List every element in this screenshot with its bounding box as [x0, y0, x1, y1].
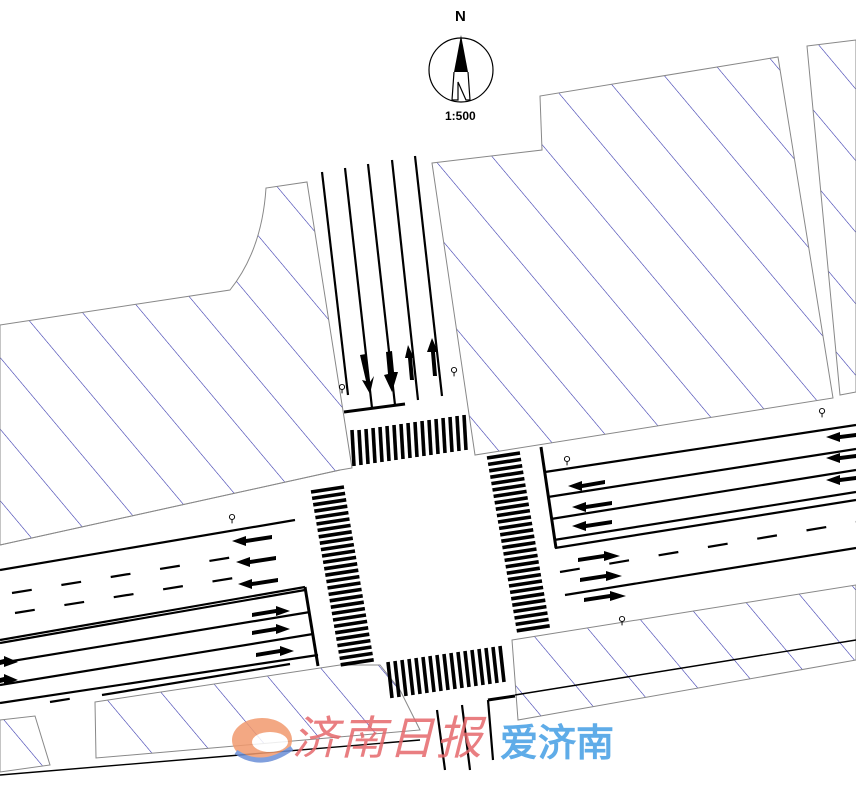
north-arrows	[360, 338, 438, 394]
parcel-southwest	[0, 715, 51, 773]
crosswalk-north	[350, 414, 468, 467]
svg-text:⚲: ⚲	[563, 454, 571, 467]
south-approach-lanes	[435, 694, 516, 771]
watermark-newspaper: 济南日报	[292, 711, 484, 765]
parcel-north-center	[431, 56, 834, 456]
svg-text:⚲: ⚲	[618, 614, 626, 627]
crosswalk-east	[486, 451, 550, 633]
north-label: N	[455, 8, 466, 25]
east-dashes	[559, 520, 856, 574]
parcel-southeast	[511, 584, 856, 721]
watermark-logo-icon	[232, 718, 294, 763]
road-edges	[0, 639, 856, 776]
svg-text:⚲: ⚲	[228, 512, 236, 525]
parcel-northwest	[0, 181, 353, 546]
svg-text:⚲: ⚲	[818, 406, 826, 419]
bike-icons: ⚲ ⚲ ⚲ ⚲ ⚲ ⚲	[228, 365, 826, 627]
svg-text:⚲: ⚲	[450, 365, 458, 378]
crosswalk-south	[386, 645, 506, 699]
parcel-north-strip-boundary	[0, 469, 341, 546]
east-arrows	[568, 432, 856, 602]
svg-text:⚲: ⚲	[338, 382, 346, 395]
parcel-northeast	[806, 39, 856, 396]
scale-label: 1:500	[445, 109, 476, 123]
north-approach-lanes	[320, 155, 444, 414]
west-dashes	[11, 554, 241, 704]
watermark-app: 爱济南	[500, 721, 615, 765]
east-approach-lanes	[539, 423, 856, 597]
north-arrow-compass	[428, 35, 494, 103]
west-approach-lanes	[0, 518, 320, 705]
crosswalk-west	[310, 485, 374, 667]
west-arrows	[0, 535, 294, 685]
parcels	[0, 39, 856, 773]
